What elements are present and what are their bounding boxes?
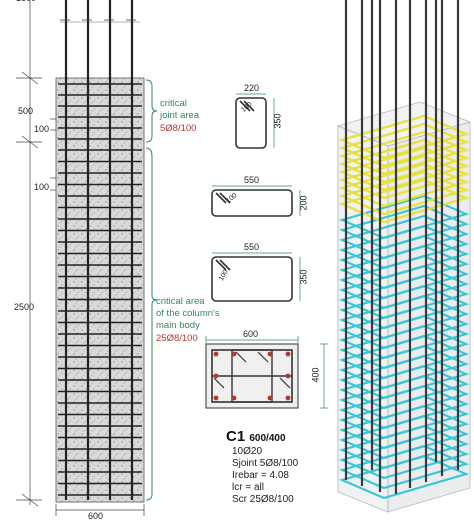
spec-s-joint: Sjoint 5Ø8/100: [232, 458, 299, 469]
body-area-label-1: critical area: [156, 296, 205, 307]
joint-area-label-2: joint area: [160, 110, 200, 121]
stirrup-wide-dims: [212, 185, 301, 216]
column-concrete: [55, 77, 145, 503]
height-dimension-line: [16, 0, 56, 507]
body-area-brace: [145, 147, 158, 501]
body-area-spec: 25Ø8/100: [156, 333, 198, 344]
column-size: 600/400: [249, 433, 286, 444]
joint-area-label-1: critical: [160, 98, 187, 109]
body-height-label: 2500: [14, 302, 35, 312]
top-ticks: [60, 19, 140, 23]
joint-height-label: 500: [18, 106, 34, 116]
stirrup-small-top-dim: 220: [244, 83, 260, 93]
stirrup-lines: [58, 83, 142, 496]
column-name: C1 600/400: [226, 428, 286, 445]
stirrup-large-top-dim: 550: [244, 242, 260, 252]
top-dim-label: 1800: [16, 0, 36, 3]
column-name-text: C1: [226, 428, 246, 445]
stirrup-large: [211, 256, 293, 302]
joint-spacing-label: 100: [34, 124, 50, 134]
section-rebars: [213, 351, 291, 401]
section-dims: [205, 336, 328, 409]
stirrup-small: [235, 97, 267, 149]
body-spacing-label: 100: [34, 182, 50, 192]
spec-rebar: 10Ø20: [232, 446, 263, 457]
spec-l-cr: lcr = all: [232, 482, 264, 493]
rebar-3d: [344, 0, 460, 494]
column-width-label: 600: [88, 511, 104, 521]
cross-section: [205, 343, 299, 409]
joint-area-brace: [145, 79, 158, 143]
body-area-label-2: of the column's: [156, 308, 220, 319]
stirrup-wide-top-dim: 550: [244, 175, 260, 185]
spec-s-cr: Scr 25Ø8/100: [232, 494, 294, 505]
stirrup-small-dims: [236, 93, 275, 148]
joint-area-spec: 5Ø8/100: [160, 123, 197, 134]
stirrup-large-dims: [212, 252, 301, 301]
body-area-label-3: main body: [156, 320, 200, 331]
section-width-dim: 600: [243, 329, 259, 339]
stirrup-wide: [211, 189, 293, 217]
spec-i-rebar: Irebar = 4.08: [232, 470, 289, 481]
width-dimension-line: [55, 504, 145, 516]
